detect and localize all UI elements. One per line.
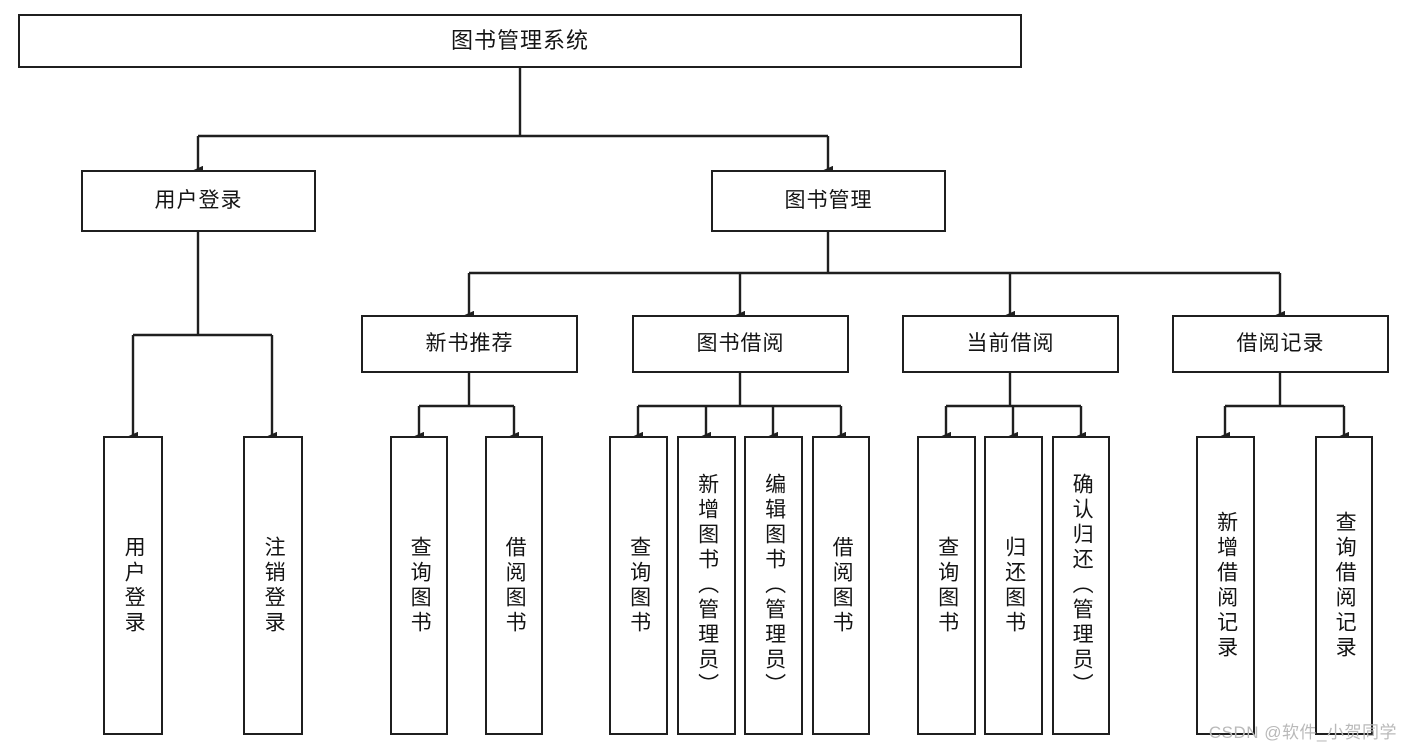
node-leaf-borrow-books-recommend[interactable]: 借阅图书	[485, 436, 543, 735]
node-leaf-edit-book-admin[interactable]: 编辑图书（管理员）	[744, 436, 803, 735]
node-label: 新书推荐	[425, 332, 514, 356]
node-label: 查询图书	[408, 535, 432, 636]
node-label: 注销登录	[262, 535, 286, 636]
node-level2-new-book-recommend[interactable]: 新书推荐	[361, 315, 578, 373]
node-label: 图书借阅	[696, 332, 785, 356]
node-root-book-management-system[interactable]: 图书管理系统	[18, 14, 1022, 68]
node-leaf-query-books-recommend[interactable]: 查询图书	[390, 436, 448, 735]
node-leaf-add-borrow-record[interactable]: 新增借阅记录	[1196, 436, 1255, 735]
node-level2-book-borrow[interactable]: 图书借阅	[632, 315, 849, 373]
node-level2-borrow-records[interactable]: 借阅记录	[1172, 315, 1389, 373]
node-leaf-query-books-current[interactable]: 查询图书	[917, 436, 976, 735]
node-label: 查询图书	[627, 535, 651, 636]
node-label: 查询图书	[935, 535, 959, 636]
node-label: 新增借阅记录	[1214, 510, 1238, 661]
watermark: CSDN @软件_小贺同学	[1208, 723, 1397, 742]
node-label: 借阅记录	[1236, 332, 1325, 356]
node-label: 图书管理系统	[450, 27, 589, 53]
node-label: 归还图书	[1002, 535, 1026, 636]
node-level1-user-login[interactable]: 用户登录	[81, 170, 316, 232]
node-label: 编辑图书（管理员）	[762, 473, 786, 698]
node-leaf-query-books-borrow[interactable]: 查询图书	[609, 436, 668, 735]
node-leaf-confirm-return-admin[interactable]: 确认归还（管理员）	[1052, 436, 1110, 735]
node-label: 新增图书（管理员）	[695, 473, 719, 698]
node-leaf-user-login[interactable]: 用户登录	[103, 436, 163, 735]
node-label: 借阅图书	[503, 535, 527, 636]
node-label: 用户登录	[154, 189, 243, 213]
node-leaf-return-books[interactable]: 归还图书	[984, 436, 1043, 735]
node-leaf-logout[interactable]: 注销登录	[243, 436, 303, 735]
node-label: 借阅图书	[830, 535, 854, 636]
node-label: 用户登录	[122, 535, 146, 636]
node-leaf-add-book-admin[interactable]: 新增图书（管理员）	[677, 436, 736, 735]
node-label: 当前借阅	[966, 332, 1055, 356]
node-label: 查询借阅记录	[1333, 510, 1357, 661]
node-level2-current-borrow[interactable]: 当前借阅	[902, 315, 1119, 373]
node-leaf-borrow-books[interactable]: 借阅图书	[812, 436, 870, 735]
node-leaf-query-borrow-record[interactable]: 查询借阅记录	[1315, 436, 1373, 735]
node-label: 确认归还（管理员）	[1070, 473, 1094, 698]
node-level1-book-management[interactable]: 图书管理	[711, 170, 946, 232]
node-label: 图书管理	[784, 189, 873, 213]
